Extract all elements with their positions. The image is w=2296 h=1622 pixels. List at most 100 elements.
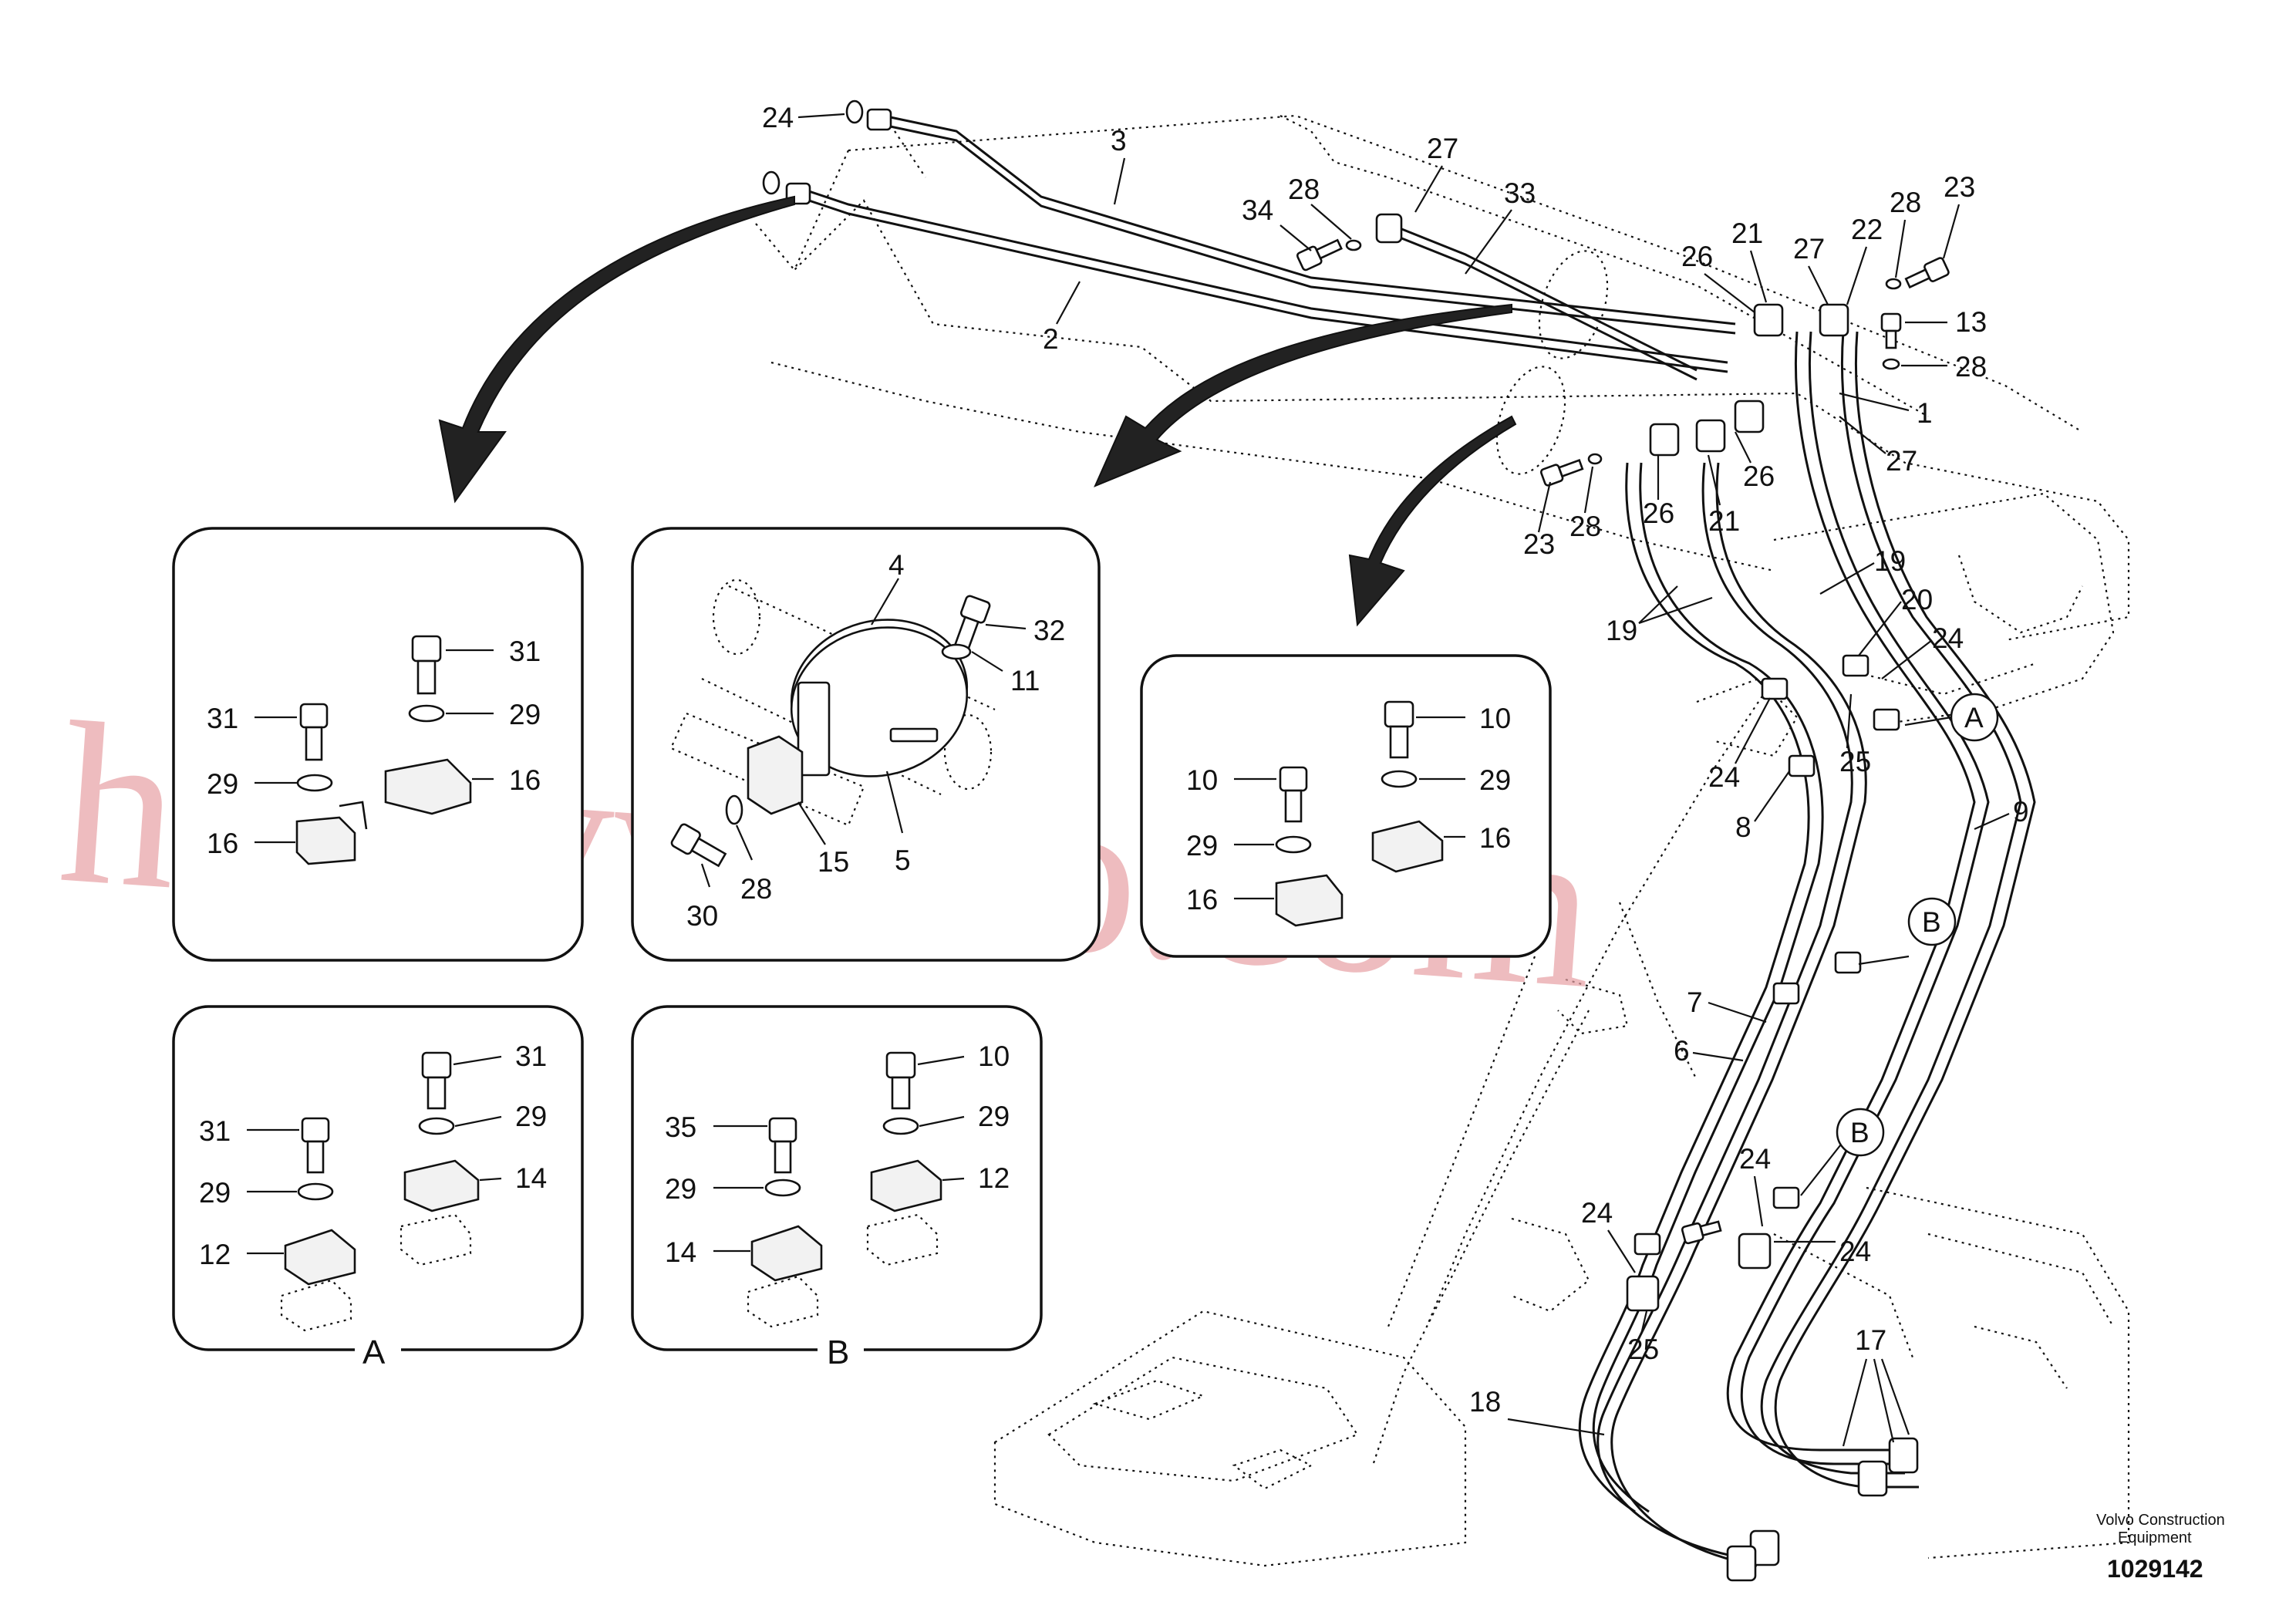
callout-25: 25 [1627,1334,1659,1365]
callout-6: 6 [1674,1035,1690,1067]
arrow-to-panel-3 [1348,415,1517,627]
fitting-26b [1734,400,1765,433]
coupling-24d [1626,1275,1660,1312]
bolt-icon [1384,700,1414,759]
callout-26: 26 [1643,497,1674,529]
callout-33: 33 [1504,177,1536,209]
callout-5: 5 [895,845,911,876]
bolt-icon [1539,459,1584,487]
callout-10: 10 [1479,703,1511,734]
panel-label-b: B [827,1334,849,1371]
callout-24: 24 [762,102,794,133]
washer-icon [1381,770,1418,788]
clamp-8 [1788,754,1816,777]
clamp-7 [1772,982,1800,1005]
callout-24: 24 [1932,622,1964,654]
callout-21: 21 [1731,218,1763,249]
callout-9: 9 [2013,796,2029,828]
arrow-to-panel-1 [438,195,795,504]
washer-icon [1587,453,1603,465]
bracket-icon [797,681,831,777]
callout-29: 29 [509,699,541,730]
callout-25: 25 [1839,746,1871,777]
clamp-half-icon [1275,874,1344,927]
end-fitting-18b [1726,1545,1757,1582]
callout-15: 15 [818,846,849,878]
clamp-half-icon [750,1225,823,1282]
callout-10: 10 [1186,764,1218,796]
callout-28: 28 [740,873,772,905]
callout-31: 31 [509,636,541,667]
callout-14: 14 [665,1236,696,1268]
callout-23: 23 [1523,528,1555,560]
clamp-6 [1633,1233,1661,1256]
fitting-22 [1819,303,1849,337]
arrow-to-panel-2 [1094,303,1512,487]
washer-icon [882,1117,919,1135]
callout-20: 20 [1901,584,1933,615]
clamp-half-icon [384,758,472,815]
callout-21: 21 [1708,505,1740,537]
callout-18: 18 [1469,1386,1501,1418]
callout-29: 29 [199,1177,231,1209]
callout-16: 16 [1186,884,1218,916]
detail-markers: A B B [1800,693,1999,1196]
callout-28: 28 [1288,174,1320,205]
o-ring-icon [762,170,781,195]
clamp-half-icon [403,1159,480,1212]
callout-24: 24 [1708,761,1740,793]
bolt-icon [768,1117,797,1174]
clamp-half-icon [870,1159,942,1212]
callout-1: 1 [1917,397,1933,429]
callout-10: 10 [978,1040,1010,1072]
washer-icon [296,774,333,792]
brand-line-1: Volvo Construction [2096,1512,2225,1529]
callout-14: 14 [515,1162,547,1194]
bolt-icon [953,595,991,653]
washer-icon [297,1182,334,1201]
coupling-24f [1738,1233,1772,1270]
callout-19: 19 [1874,545,1906,577]
callout-31: 31 [207,703,238,734]
fitting-26 [1695,419,1726,453]
callout-8: 8 [1735,811,1752,843]
callout-4: 4 [888,549,905,581]
fitting-21a [1753,303,1784,337]
callout-16: 16 [509,764,541,796]
callout-17: 17 [1855,1324,1886,1356]
callout-35: 35 [665,1111,696,1143]
detail-marker-b-label: B [1922,906,1941,938]
washer-icon [1345,239,1362,251]
callout-29: 29 [665,1173,696,1205]
clamp-half-icon [1371,820,1444,873]
boom-outline [755,114,2130,1567]
callout-29: 29 [515,1101,547,1132]
bolt-icon [1880,312,1902,349]
detail-marker-a [1950,693,1999,742]
callout-7: 7 [1687,986,1703,1018]
washer-icon [941,643,972,660]
washer-icon [1885,278,1902,290]
washer-icon [408,704,445,723]
bolt-icon [301,1117,330,1174]
detail-marker-b [1907,897,1957,946]
washer-icon [1882,358,1900,370]
detail-panel-1: 31 29 16 31 29 16 [172,527,584,962]
callout-27: 27 [1886,445,1917,477]
bolt-icon [1904,257,1950,289]
clamp-half-icon [284,1229,356,1286]
callout-29: 29 [1479,764,1511,796]
clamp-b2 [1772,1186,1800,1209]
callout-26: 26 [1743,460,1775,492]
callout-30: 30 [686,900,718,932]
callout-2: 2 [1043,323,1059,355]
callout-27: 27 [1427,133,1458,164]
washer-icon [1275,835,1312,854]
main-callouts: 24 3 2 27 33 28 34 21 26 27 22 28 23 13 … [762,102,2029,1447]
callout-27: 27 [1793,233,1825,265]
fitting-21b [1649,423,1680,457]
callout-13: 13 [1955,306,1987,338]
bolt-icon [1681,1220,1722,1245]
bolt-icon [421,1051,452,1110]
